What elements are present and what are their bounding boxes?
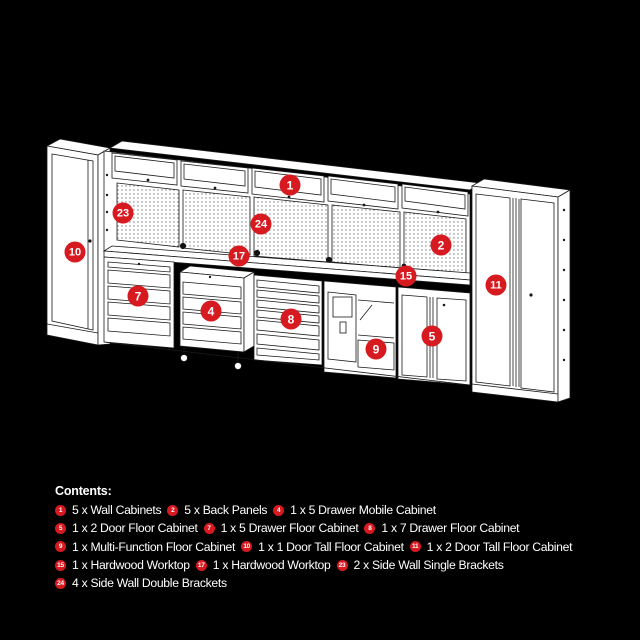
contents-item-label: 1 x 7 Drawer Floor Cabinet	[381, 521, 520, 536]
contents-line: 5 1 x 2 Door Floor Cabinet 7 1 x 5 Drawer F…	[55, 519, 635, 537]
callout-badge-8: 8	[280, 308, 302, 330]
number-badge-icon: 10	[241, 541, 253, 553]
contents-item: 23 2 x Side Wall Single Brackets	[336, 558, 504, 573]
contents-item: 11 1 x 2 Door Tall Floor Cabinet	[409, 539, 573, 554]
callout-badge-2: 2	[430, 234, 452, 256]
callout-number: 9	[373, 343, 380, 357]
callout-badge-1: 1	[279, 174, 301, 196]
contents-item-label: 1 x 1 Door Tall Floor Cabinet	[258, 539, 404, 554]
number-badge-icon: 15	[55, 559, 66, 571]
number-badge-icon: 17	[195, 559, 207, 571]
callout-number: 4	[208, 305, 215, 319]
worktop	[102, 245, 471, 286]
contents-item-label: 4 x Side Wall Double Brackets	[72, 576, 227, 591]
contents-list: 1 5 x Wall Cabinets 2 5 x Back Panels 4 1 x 5…	[55, 501, 635, 592]
contents-item-label: 1 x Hardwood Worktop	[72, 558, 190, 573]
contents-item-label: 2 x Side Wall Single Brackets	[353, 558, 504, 573]
contents-line: 1 5 x Wall Cabinets 2 5 x Back Panels 4 1 x 5…	[55, 501, 635, 519]
callout-badge-5: 5	[421, 325, 443, 347]
callout-badge-10: 10	[64, 241, 86, 263]
callout-number: 23	[117, 208, 129, 220]
number-badge-icon: 24	[55, 577, 66, 589]
callout-badge-9: 9	[365, 338, 387, 360]
multi-function-cabinet	[323, 280, 397, 379]
number-badge-icon: 4	[273, 504, 285, 516]
contents-item: 9 1 x Multi-Function Floor Cabinet	[55, 540, 235, 554]
contents-line: 24 4 x Side Wall Double Brackets	[55, 574, 635, 592]
contents-item: 17 1 x Hardwood Worktop	[195, 558, 331, 573]
contents-line: 9 1 x Multi-Function Floor Cabinet 10 1 x 1…	[55, 538, 635, 556]
tall-cabinet-2-door	[470, 178, 572, 403]
number-badge-icon: 2	[167, 504, 179, 516]
callout-number: 10	[69, 247, 81, 259]
wall-cabinets-row	[103, 140, 482, 276]
contents-item: 24 4 x Side Wall Double Brackets	[55, 576, 227, 590]
contents-item-label: 1 x Multi-Function Floor Cabinet	[72, 539, 236, 554]
contents-item-label: 1 x 2 Door Tall Floor Cabinet	[426, 539, 573, 554]
contents-item: 7 1 x 5 Drawer Floor Cabinet	[203, 521, 359, 536]
contents-legend: Contents: 1 5 x Wall Cabinets 2 5 x Back Pa…	[55, 484, 635, 592]
contents-title: Contents:	[55, 484, 112, 498]
contents-item: 8 1 x 7 Drawer Floor Cabinet	[364, 521, 520, 536]
contents-item-label: 1 x 2 Door Floor Cabinet	[72, 521, 198, 536]
contents-item-label: 5 x Wall Cabinets	[72, 503, 162, 518]
contents-item: 2 5 x Back Panels	[167, 503, 267, 517]
callout-badge-17: 17	[228, 245, 250, 267]
callout-number: 5	[429, 330, 436, 344]
callout-badge-24: 24	[250, 213, 272, 235]
callout-number: 17	[233, 251, 245, 263]
callout-badge-11: 11	[485, 274, 507, 296]
contents-item: 1 5 x Wall Cabinets	[55, 503, 162, 518]
contents-item-label: 1 x 5 Drawer Floor Cabinet	[220, 521, 359, 536]
callout-number: 15	[400, 271, 412, 283]
contents-item-label: 1 x Hardwood Worktop	[212, 558, 331, 573]
contents-item: 4 1 x 5 Drawer Mobile Cabinet	[273, 503, 436, 517]
number-badge-icon: 23	[336, 559, 348, 571]
tall-cabinet-1-door	[45, 138, 112, 346]
callout-number: 11	[490, 280, 502, 292]
callout-number: 7	[135, 290, 142, 304]
number-badge-icon: 5	[55, 522, 66, 534]
callout-badge-15: 15	[395, 265, 417, 287]
contents-item: 10 1 x 1 Door Tall Floor Cabinet	[241, 540, 404, 554]
contents-item: 5 1 x 2 Door Floor Cabinet	[55, 521, 198, 535]
floor-cabinet-7-drawer	[253, 274, 323, 366]
number-badge-icon: 1	[55, 504, 66, 516]
number-badge-icon: 8	[364, 522, 376, 534]
callout-number: 24	[255, 219, 268, 231]
number-badge-icon: 11	[409, 541, 421, 553]
number-badge-icon: 9	[55, 541, 66, 553]
callout-badge-4: 4	[200, 300, 222, 322]
contents-line: 15 1 x Hardwood Worktop 17 1 x Hardwood Wor…	[55, 556, 635, 574]
callout-badge-7: 7	[127, 285, 149, 307]
contents-item-label: 1 x 5 Drawer Mobile Cabinet	[290, 503, 436, 518]
callout-number: 1	[287, 179, 294, 193]
callout-number: 2	[438, 239, 445, 253]
number-badge-icon: 7	[203, 522, 215, 534]
callout-number: 8	[288, 313, 295, 327]
callout-badge-23: 23	[112, 202, 134, 224]
contents-item-label: 5 x Back Panels	[184, 503, 268, 518]
contents-item: 15 1 x Hardwood Worktop	[55, 558, 190, 572]
